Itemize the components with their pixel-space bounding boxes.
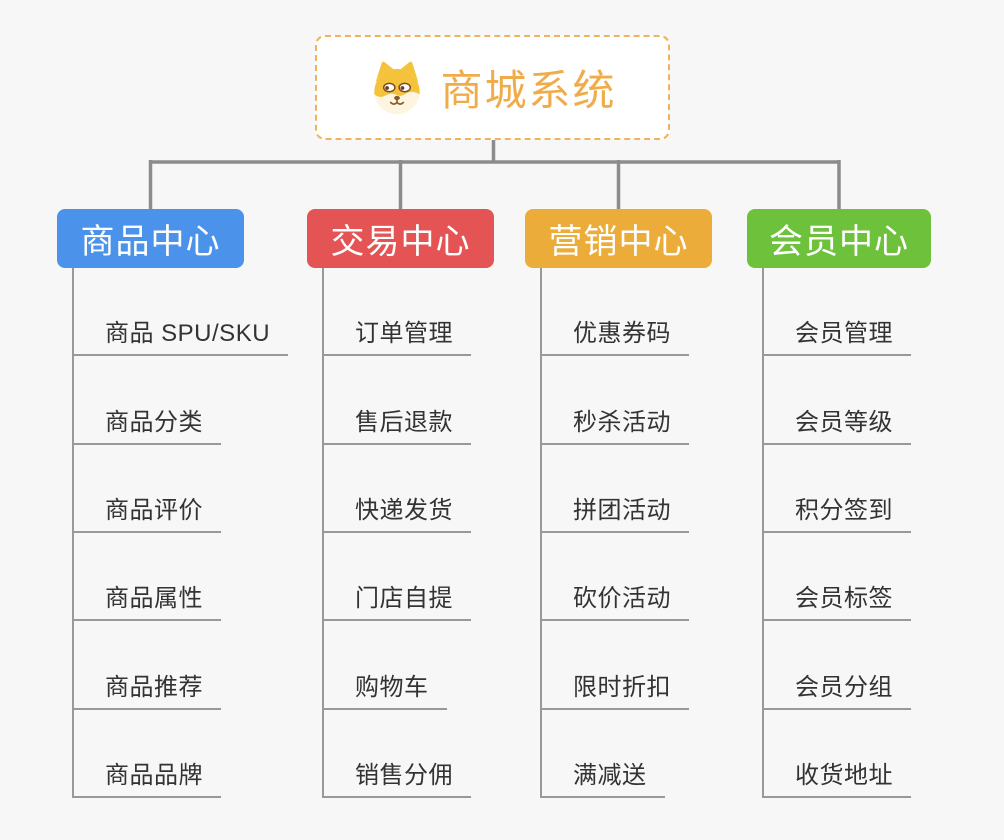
tree-node-label: 快递发货 [324,490,471,533]
root-node[interactable]: 商城系统 [315,35,670,140]
branch-member-center: 会员中心 会员管理 会员等级 积分签到 会员标签 会员分组 收货地址 [747,209,931,798]
tree-node-label: 商品品牌 [74,755,221,798]
tree-node-label: 商品属性 [74,578,221,622]
branch-header-marketing-center[interactable]: 营销中心 [525,209,712,268]
branch-item-list: 优惠券码 秒杀活动 拼团活动 砍价活动 限时折扣 满减送 [540,268,777,798]
branch-header-trade-center[interactable]: 交易中心 [307,209,494,268]
branch-header-member-center[interactable]: 会员中心 [747,209,931,268]
tree-node[interactable]: 商品推荐 [74,621,309,710]
tree-node[interactable]: 会员分组 [764,621,999,710]
tree-node[interactable]: 收货地址 [764,710,999,798]
tree-node[interactable]: 商品属性 [74,533,309,622]
tree-node-label: 满减送 [542,755,665,798]
tree-node[interactable]: 砍价活动 [542,533,777,622]
tree-node-label: 积分签到 [764,490,911,533]
tree-node-label: 商品推荐 [74,667,221,710]
branch-item-list: 订单管理 售后退款 快递发货 门店自提 购物车 销售分佣 [322,268,559,798]
tree-node-label: 售后退款 [324,402,471,445]
tree-node-label: 收货地址 [764,755,911,798]
tree-node-label: 商品 SPU/SKU [74,313,289,357]
tree-node[interactable]: 积分签到 [764,445,999,533]
tree-node-label: 门店自提 [324,578,471,622]
branch-trade-center: 交易中心 订单管理 售后退款 快递发货 门店自提 购物车 销售分佣 [307,209,494,798]
tree-node[interactable]: 售后退款 [324,356,559,445]
tree-node-label: 购物车 [324,667,447,710]
tree-node[interactable]: 会员等级 [764,356,999,445]
tree-node[interactable]: 秒杀活动 [542,356,777,445]
tree-node-label: 销售分佣 [324,755,471,798]
tree-node-label: 会员管理 [764,313,911,357]
tree-node[interactable]: 会员管理 [764,268,999,357]
tree-node[interactable]: 会员标签 [764,533,999,622]
tree-node-label: 秒杀活动 [542,402,689,445]
branch-item-list: 会员管理 会员等级 积分签到 会员标签 会员分组 收货地址 [762,268,999,798]
tree-node-label: 限时折扣 [542,667,689,710]
root-title: 商城系统 [440,67,617,114]
tree-node-label: 拼团活动 [542,490,689,533]
tree-node[interactable]: 门店自提 [324,533,559,622]
tree-node[interactable]: 购物车 [324,621,559,710]
branch-product-center: 商品中心 商品 SPU/SKU 商品分类 商品评价 商品属性 商品推荐 商品品牌 [57,209,289,798]
tree-node[interactable]: 商品评价 [74,445,309,533]
tree-node[interactable]: 商品 SPU/SKU [74,268,309,357]
tree-node[interactable]: 拼团活动 [542,445,777,533]
tree-node-label: 订单管理 [324,313,471,357]
tree-node-label: 会员标签 [764,578,911,622]
tree-node[interactable]: 快递发货 [324,445,559,533]
branch-marketing-center: 营销中心 优惠券码 秒杀活动 拼团活动 砍价活动 限时折扣 满减送 [525,209,712,798]
branch-item-list: 商品 SPU/SKU 商品分类 商品评价 商品属性 商品推荐 商品品牌 [72,268,309,798]
tree-node-label: 商品评价 [74,490,221,533]
tree-node-label: 优惠券码 [542,313,689,357]
dog-icon [374,61,421,114]
tree-node-label: 会员等级 [764,402,911,445]
tree-node-label: 商品分类 [74,402,221,445]
tree-node-label: 砍价活动 [542,578,689,622]
tree-node[interactable]: 商品分类 [74,356,309,445]
tree-node[interactable]: 商品品牌 [74,710,309,798]
tree-node-label: 会员分组 [764,667,911,710]
branch-header-product-center[interactable]: 商品中心 [57,209,244,268]
tree-node[interactable]: 订单管理 [324,268,559,357]
tree-node[interactable]: 销售分佣 [324,710,559,798]
tree-node[interactable]: 满减送 [542,710,777,798]
tree-node[interactable]: 优惠券码 [542,268,777,357]
tree-node[interactable]: 限时折扣 [542,621,777,710]
